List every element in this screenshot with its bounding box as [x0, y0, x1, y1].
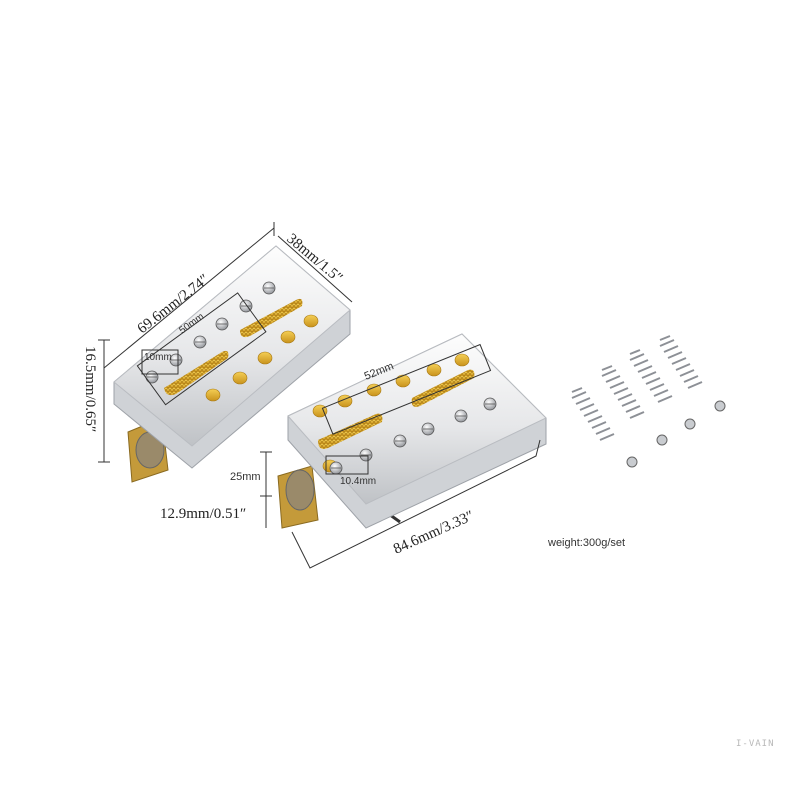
label-mount-height: 25mm — [230, 471, 261, 483]
right-cover-top — [287, 333, 547, 505]
right-wire-coil — [285, 469, 315, 511]
right-screws — [329, 397, 497, 475]
left-pole-pieces — [205, 314, 319, 402]
right-pickup — [277, 333, 547, 529]
label-weight: weight:300g/set — [547, 537, 625, 549]
right-blade-bar-1 — [318, 413, 383, 449]
spring-4 — [659, 335, 726, 412]
spring-2 — [601, 365, 668, 446]
left-cover-top — [113, 245, 351, 447]
right-blade-bar-2 — [411, 369, 475, 407]
label-pole-gap-right: 10.4mm — [340, 476, 376, 487]
left-screws — [145, 281, 276, 384]
left-blade-bar-1 — [164, 350, 229, 396]
label-pole-gap-left: 10mm — [144, 352, 172, 363]
watermark: I-VAIN — [736, 739, 775, 749]
label-length-right: 84.6mm/3.33″ — [391, 508, 476, 558]
dimension-lines — [98, 222, 541, 569]
spring-3 — [629, 349, 696, 430]
spring-1 — [571, 387, 638, 468]
left-blade-bar-2 — [240, 298, 303, 338]
label-height-left: 16.5mm/0.65″ — [82, 346, 98, 432]
mounting-springs — [571, 335, 726, 468]
label-height-right: 12.9mm/0.51″ — [160, 506, 246, 522]
